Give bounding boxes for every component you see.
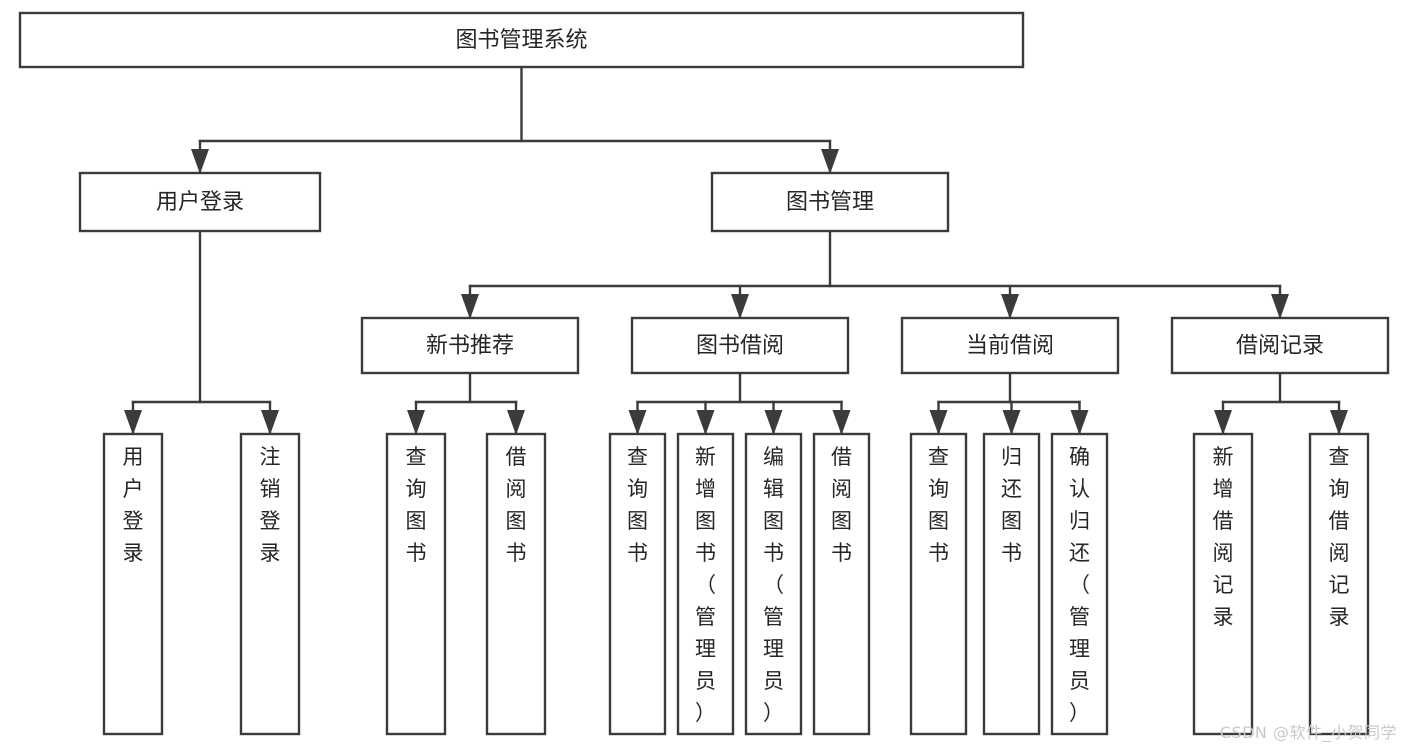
node-label: 查询图书 bbox=[406, 445, 427, 565]
node-label: 用户登录 bbox=[156, 190, 244, 215]
node-box[interactable] bbox=[385, 432, 447, 736]
node-box[interactable] bbox=[676, 432, 735, 736]
arrow-head bbox=[764, 410, 783, 435]
node-user-login[interactable]: 用户登录 bbox=[78, 171, 322, 233]
node-box[interactable] bbox=[608, 432, 667, 736]
connector-group bbox=[191, 65, 839, 174]
node-box[interactable] bbox=[1050, 432, 1109, 736]
node-box[interactable] bbox=[1170, 316, 1390, 375]
arrow-head bbox=[929, 410, 948, 435]
node-label: 新增借阅记录 bbox=[1213, 445, 1234, 629]
connector-group bbox=[628, 371, 851, 435]
node-label: 图书借阅 bbox=[696, 334, 784, 359]
node-book-borrow[interactable]: 图书借阅 bbox=[630, 316, 850, 375]
connector-group bbox=[1214, 371, 1348, 435]
node-label: 新增图书（管理员） bbox=[695, 445, 716, 725]
node-box[interactable] bbox=[744, 432, 803, 736]
node-box[interactable] bbox=[710, 171, 950, 233]
node-box[interactable] bbox=[812, 432, 871, 736]
arrow-head bbox=[261, 410, 279, 435]
node-leaf-add-book-admin[interactable]: 新增图书（管理员） bbox=[676, 432, 735, 736]
arrow-head bbox=[407, 410, 425, 435]
node-box[interactable] bbox=[485, 432, 547, 736]
node-leaf-confirm-return-admin[interactable]: 确认归还（管理员） bbox=[1050, 432, 1109, 736]
node-label: 确认归还（管理员） bbox=[1069, 445, 1090, 725]
node-current-borrow[interactable]: 当前借阅 bbox=[900, 316, 1120, 375]
node-label: 借阅图书 bbox=[831, 445, 852, 565]
node-box[interactable] bbox=[239, 432, 301, 736]
node-box[interactable] bbox=[982, 432, 1041, 736]
node-box[interactable] bbox=[909, 432, 968, 736]
node-leaf-user-login[interactable]: 用户登录 bbox=[102, 432, 164, 736]
node-layer: 图书管理系统用户登录图书管理新书推荐图书借阅当前借阅借阅记录用户登录注销登录查询… bbox=[18, 11, 1390, 736]
node-label: 借阅图书 bbox=[506, 445, 527, 565]
node-label: 借阅记录 bbox=[1236, 334, 1324, 359]
connector-group bbox=[461, 229, 1289, 319]
node-box[interactable] bbox=[78, 171, 322, 233]
node-borrow-record[interactable]: 借阅记录 bbox=[1170, 316, 1390, 375]
node-leaf-borrow-book-recommend[interactable]: 借阅图书 bbox=[485, 432, 547, 736]
node-label: 查询图书 bbox=[627, 445, 648, 565]
node-leaf-query-borrow-record[interactable]: 查询借阅记录 bbox=[1308, 432, 1370, 736]
node-label: 编辑图书（管理员） bbox=[763, 445, 784, 725]
csdn-watermark: CSDN @软件_小贺同学 bbox=[1219, 723, 1397, 742]
node-leaf-query-book-borrow[interactable]: 查询图书 bbox=[608, 432, 667, 736]
arrow-head bbox=[124, 410, 142, 435]
node-leaf-borrow-book[interactable]: 借阅图书 bbox=[812, 432, 871, 736]
node-label: 用户登录 bbox=[123, 445, 144, 565]
connector-group bbox=[929, 371, 1089, 435]
node-new-book-recommend[interactable]: 新书推荐 bbox=[360, 316, 580, 375]
arrow-head bbox=[821, 149, 839, 174]
node-box[interactable] bbox=[18, 11, 1025, 69]
node-label: 新书推荐 bbox=[426, 334, 514, 359]
node-root[interactable]: 图书管理系统 bbox=[18, 11, 1025, 69]
node-label: 查询图书 bbox=[928, 445, 949, 565]
connector-group bbox=[407, 371, 525, 435]
node-box[interactable] bbox=[102, 432, 164, 736]
node-leaf-logout-login[interactable]: 注销登录 bbox=[239, 432, 301, 736]
connector-group bbox=[124, 229, 279, 435]
node-leaf-query-book-current[interactable]: 查询图书 bbox=[909, 432, 968, 736]
arrow-head bbox=[731, 294, 749, 319]
arrow-head bbox=[507, 410, 525, 435]
arrow-head bbox=[1002, 410, 1021, 435]
node-box[interactable] bbox=[360, 316, 580, 375]
arrow-head bbox=[1330, 410, 1348, 435]
arrow-head bbox=[628, 410, 647, 435]
node-box[interactable] bbox=[1308, 432, 1370, 736]
arrow-head bbox=[191, 149, 209, 174]
node-book-management[interactable]: 图书管理 bbox=[710, 171, 950, 233]
arrow-head bbox=[461, 294, 479, 319]
node-box[interactable] bbox=[1192, 432, 1254, 736]
arrow-head bbox=[1001, 294, 1019, 319]
arrow-head bbox=[696, 410, 715, 435]
node-label: 查询借阅记录 bbox=[1329, 445, 1350, 629]
node-box[interactable] bbox=[630, 316, 850, 375]
arrow-head bbox=[1214, 410, 1232, 435]
node-label: 当前借阅 bbox=[966, 334, 1054, 359]
node-leaf-edit-book-admin[interactable]: 编辑图书（管理员） bbox=[744, 432, 803, 736]
node-label: 注销登录 bbox=[260, 445, 281, 565]
node-label: 图书管理 bbox=[786, 190, 874, 215]
node-label: 归还图书 bbox=[1001, 445, 1022, 565]
node-leaf-query-book-recommend[interactable]: 查询图书 bbox=[385, 432, 447, 736]
arrow-head bbox=[1070, 410, 1089, 435]
connector-layer bbox=[124, 65, 1348, 435]
node-box[interactable] bbox=[900, 316, 1120, 375]
node-label: 图书管理系统 bbox=[455, 28, 587, 53]
node-leaf-return-book[interactable]: 归还图书 bbox=[982, 432, 1041, 736]
node-leaf-add-borrow-record[interactable]: 新增借阅记录 bbox=[1192, 432, 1254, 736]
arrow-head bbox=[1271, 294, 1289, 319]
arrow-head bbox=[832, 410, 851, 435]
